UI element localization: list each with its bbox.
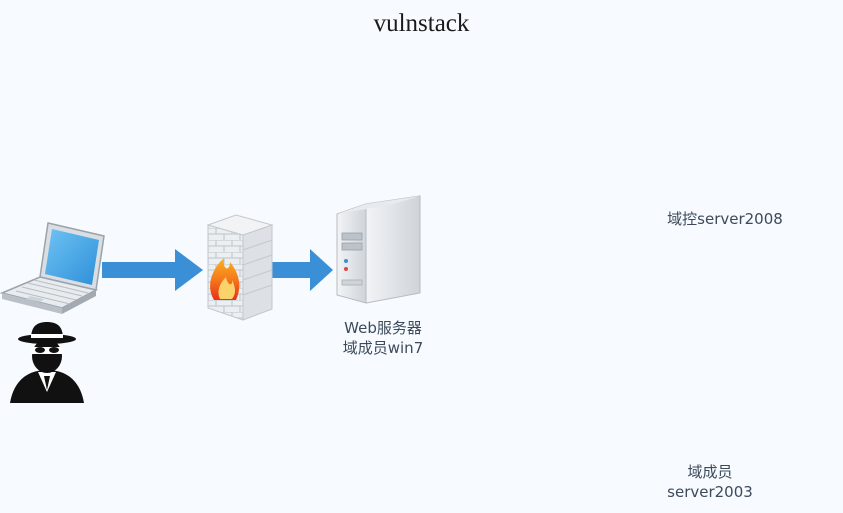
laptop-icon (0, 222, 105, 314)
domain-controller-label: 域控server2008 (650, 209, 800, 229)
web-server-label-line1: Web服务器 (344, 319, 422, 337)
arrow-laptop-to-firewall (102, 249, 203, 291)
member-server-label: 域成员 server2003 (640, 462, 780, 502)
firewall-icon (206, 214, 274, 321)
domain-controller-label-line1: 域控server2008 (667, 210, 783, 228)
web-server-label: Web服务器 域成员win7 (318, 318, 448, 358)
diagram-title: vulnstack (373, 10, 470, 37)
hacker-icon (10, 322, 84, 403)
web-server-label-line2: 域成员win7 (342, 339, 424, 357)
server-icon (336, 195, 421, 304)
member-server-label-line1: 域成员 (687, 463, 733, 481)
arrow-firewall-to-web (270, 249, 333, 291)
member-server-label-line2: server2003 (667, 483, 753, 501)
